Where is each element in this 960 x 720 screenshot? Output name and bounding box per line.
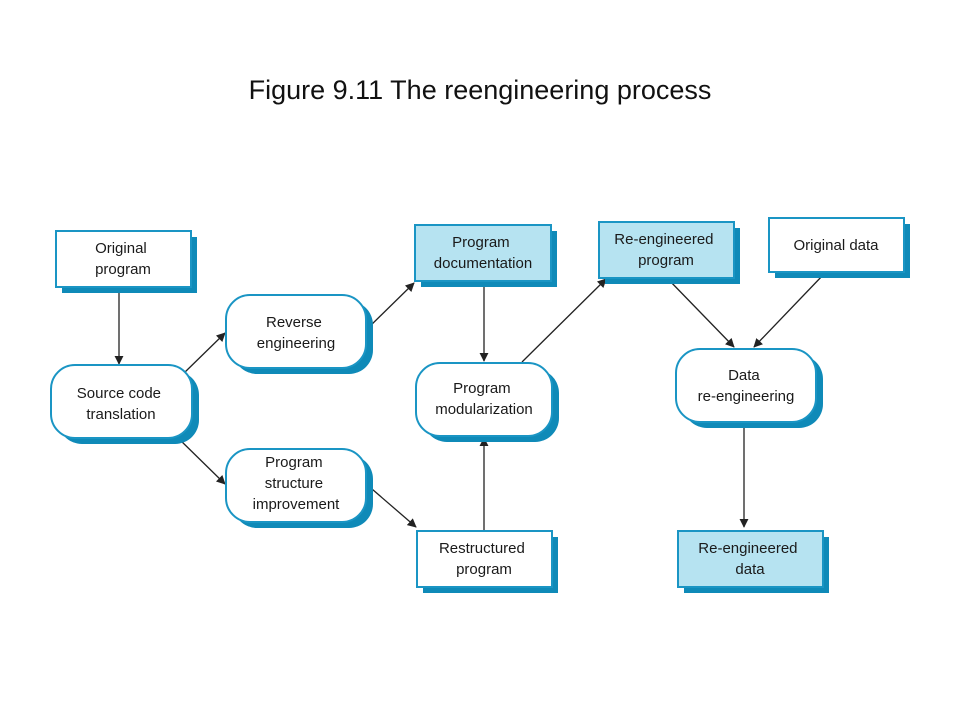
node-reverse-engineering: Reverse engineering — [225, 294, 373, 374]
svg-text:Restructured program: Restructured program — [439, 540, 529, 578]
node-label-line: Restructured — [439, 540, 525, 557]
svg-text:Data re-engineering: Data re-engineering — [698, 367, 795, 405]
node-label-line: program — [456, 561, 512, 578]
node-label-line: engineering — [257, 335, 335, 352]
edge-structure-improvement-to-restructured — [364, 482, 417, 528]
svg-text:Source code translation: Source code translation — [77, 385, 165, 423]
edge-modularization-to-reengineered-program — [521, 278, 607, 363]
edge-reverse-engineering-to-documentation — [365, 282, 415, 331]
node-label-line: Re-engineered — [614, 231, 713, 248]
node-reengineered-program: Re-engineered program — [598, 221, 740, 284]
edge-translation-to-structure-improvement — [175, 435, 226, 485]
node-label-line: re-engineering — [698, 388, 795, 405]
node-label-line: structure — [265, 475, 323, 492]
svg-text:Re-engineered data: Re-engineered data — [698, 540, 801, 578]
node-program-modularization: Program modularization — [415, 362, 559, 442]
svg-text:Program documentation: Program documentation — [434, 234, 532, 272]
edge-original-data-to-data-reengineering — [753, 273, 825, 348]
node-label-line: program — [95, 261, 151, 278]
node-label-line: Original data — [793, 237, 879, 254]
svg-text:Reverse engineering: Reverse engineering — [257, 314, 335, 352]
node-label-line: Program — [453, 380, 511, 397]
svg-text:Original data: Original data — [793, 237, 879, 254]
node-label-line: improvement — [253, 496, 341, 513]
svg-text:Program modularization: Program modularization — [435, 380, 533, 418]
node-label-line: Original — [95, 240, 147, 257]
node-original-data: Original data — [768, 217, 910, 278]
svg-text:Re-engineered program: Re-engineered program — [614, 231, 717, 269]
node-label-line: Reverse — [266, 314, 322, 331]
node-label-line: data — [735, 561, 765, 578]
node-label-line: translation — [86, 406, 155, 423]
node-label-line: program — [638, 252, 694, 269]
node-label-line: Re-engineered — [698, 540, 797, 557]
node-label-line: Program — [265, 454, 323, 471]
node-label-line: modularization — [435, 401, 533, 418]
node-program-documentation: Program documentation — [414, 224, 557, 287]
node-label-line: Data — [728, 367, 760, 384]
node-data-reengineering: Data re-engineering — [675, 348, 823, 428]
svg-text:Program structure: Program structure improvement — [253, 454, 341, 513]
svg-text:Original program: Original program — [95, 240, 151, 278]
node-label-line: Program — [452, 234, 510, 251]
node-program-structure-improvement: Program structure improvement — [225, 448, 373, 528]
figure-title: Figure 9.11 The reengineering process — [248, 75, 712, 105]
node-original-program: Original program — [55, 230, 197, 293]
node-restructured-program: Restructured program — [416, 530, 558, 593]
node-source-code-translation: Source code translation — [50, 364, 199, 444]
edge-translation-to-reverse-engineering — [182, 332, 226, 375]
edges — [114, 273, 825, 530]
node-reengineered-data: Re-engineered data — [677, 530, 829, 593]
node-label-line: documentation — [434, 255, 532, 272]
node-label-line: Source code — [77, 385, 161, 402]
edge-reengineered-program-to-data-reengineering — [666, 277, 735, 348]
